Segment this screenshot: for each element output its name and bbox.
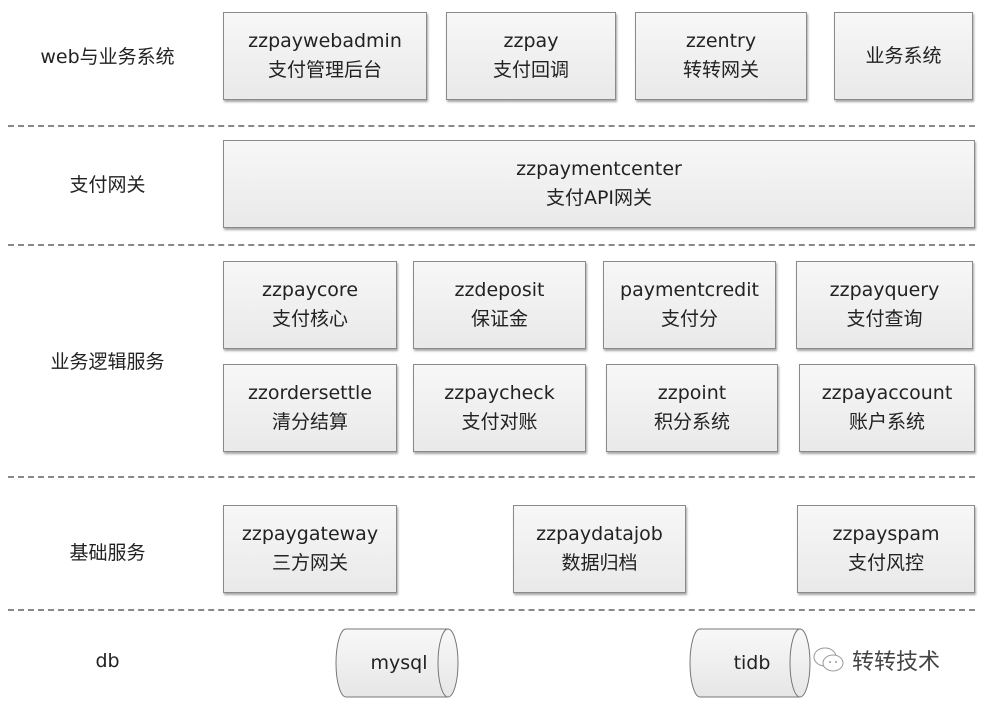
service-desc: 支付核心 — [271, 308, 348, 330]
divider — [8, 609, 975, 611]
service-desc: 转转网关 — [682, 59, 759, 81]
service-name: zzpaydatajob — [536, 523, 663, 545]
service-name: zzpaywebadmin — [248, 30, 402, 52]
service-desc: 账户系统 — [848, 411, 925, 433]
service-name: zzpay — [503, 30, 559, 52]
service-name: zzordersettle — [247, 382, 373, 404]
service-desc: 支付对账 — [461, 411, 538, 433]
service-box: zzpaydatajob 数据归档 — [513, 505, 686, 593]
divider — [8, 125, 975, 127]
service-box: zzpayaccount 账户系统 — [799, 364, 975, 452]
service-name: zzpayaccount — [821, 382, 953, 404]
service-name: zzpaycore — [261, 279, 359, 301]
layer-label-logic: 业务逻辑服务 — [50, 351, 165, 373]
service-desc: 支付风控 — [847, 552, 924, 574]
service-box: zzpayspam 支付风控 — [797, 505, 975, 593]
wechat-icon — [813, 647, 844, 672]
service-name: zzpoint — [657, 382, 727, 404]
layer-label-gateway: 支付网关 — [69, 174, 146, 196]
service-name: zzpayspam — [832, 523, 940, 545]
layer-label-db: db — [95, 650, 120, 672]
service-name: paymentcredit — [620, 279, 759, 301]
layer-label-base: 基础服务 — [69, 542, 146, 564]
service-box: 业务系统 — [834, 12, 973, 100]
database-cylinder-mysql: mysql — [334, 627, 464, 699]
service-box: zzordersettle 清分结算 — [223, 364, 397, 452]
service-box: zzpoint 积分系统 — [606, 364, 778, 452]
service-box: zzpayquery 支付查询 — [796, 261, 973, 349]
divider — [8, 476, 975, 478]
cylinder-shape — [335, 628, 459, 698]
database-cylinder-tidb: tidb — [688, 627, 816, 699]
service-desc: 支付分 — [660, 308, 718, 330]
service-name: zzpaymentcenter — [516, 158, 682, 180]
service-desc: 保证金 — [470, 308, 528, 330]
service-desc: 支付API网关 — [545, 187, 653, 209]
cylinder-shape — [689, 628, 811, 698]
service-desc: 三方网关 — [271, 552, 348, 574]
service-desc: 清分结算 — [271, 411, 348, 433]
service-box: zzdeposit 保证金 — [413, 261, 586, 349]
service-name: zzpaycheck — [444, 382, 555, 404]
service-desc: 支付管理后台 — [267, 59, 382, 81]
service-box: paymentcredit 支付分 — [603, 261, 776, 349]
service-desc: 支付查询 — [846, 308, 923, 330]
database-label: tidb — [733, 652, 771, 674]
layer-label-web: web与业务系统 — [40, 46, 175, 68]
watermark: 转转技术 — [812, 644, 940, 676]
watermark-text: 转转技术 — [852, 650, 941, 675]
service-box: zzpaycheck 支付对账 — [413, 364, 586, 452]
service-box: zzentry 转转网关 — [635, 12, 807, 100]
gateway-box: zzpaymentcenter 支付API网关 — [223, 140, 975, 228]
service-box: zzpay 支付回调 — [446, 12, 616, 100]
divider — [8, 244, 975, 246]
service-name: zzentry — [685, 30, 757, 52]
service-name: zzdeposit — [454, 279, 545, 301]
service-desc: 支付回调 — [492, 59, 569, 81]
service-name: zzpayquery — [829, 279, 940, 301]
service-box: zzpaygateway 三方网关 — [223, 505, 397, 593]
service-name: 业务系统 — [865, 44, 942, 67]
database-label: mysql — [370, 652, 428, 674]
service-box: zzpaywebadmin 支付管理后台 — [223, 12, 427, 100]
service-box: zzpaycore 支付核心 — [223, 261, 397, 349]
service-desc: 数据归档 — [561, 552, 638, 574]
service-name: zzpaygateway — [241, 523, 379, 545]
service-desc: 积分系统 — [653, 411, 730, 433]
